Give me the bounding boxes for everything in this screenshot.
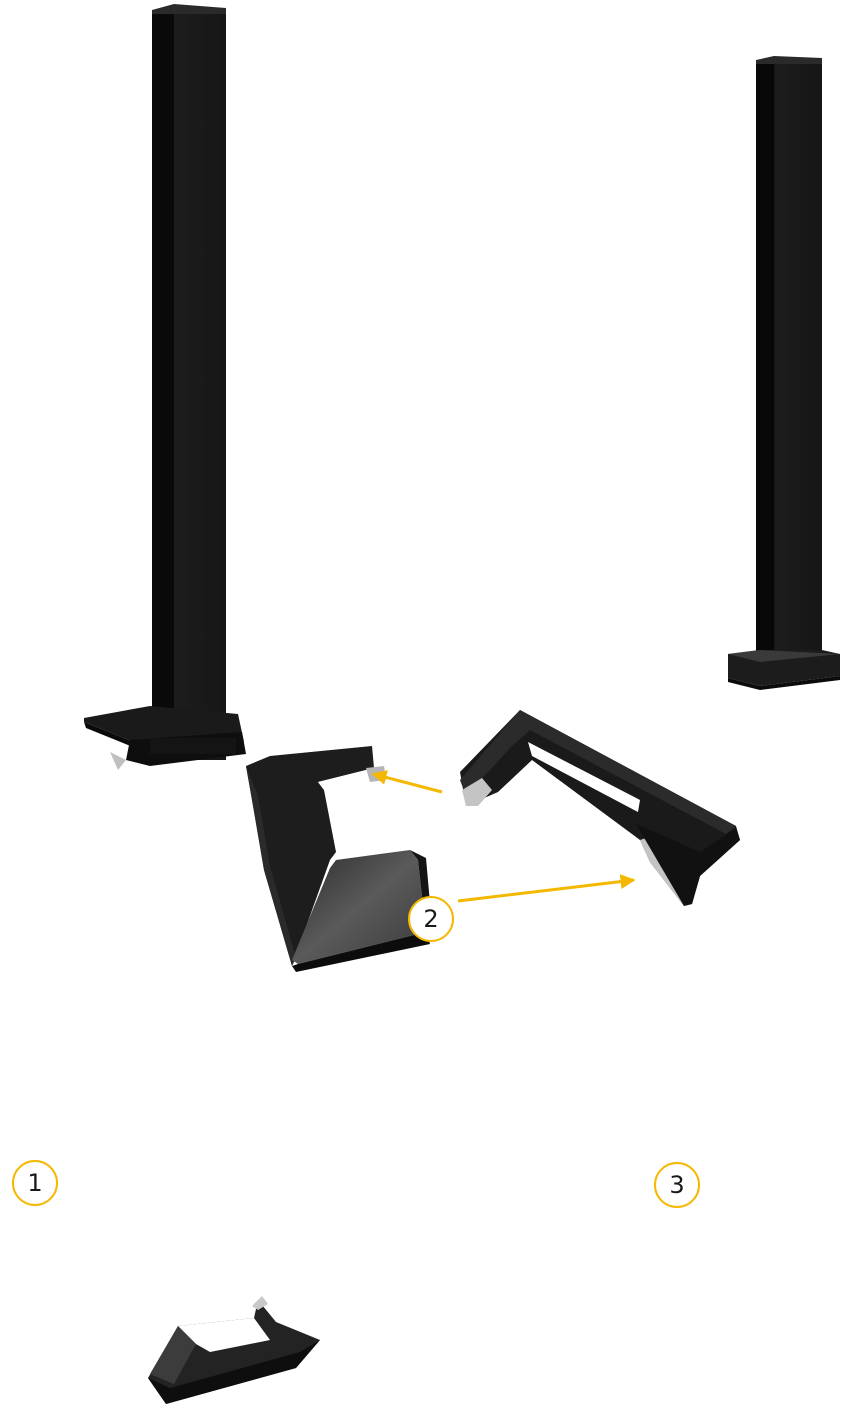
right-post	[756, 56, 822, 666]
step-number: 1	[27, 1169, 43, 1197]
cover-half-a	[246, 746, 442, 972]
step-marker-3: 3	[654, 1162, 700, 1208]
step-marker-2: 2	[408, 896, 454, 942]
step-number: 3	[669, 1171, 685, 1199]
left-post	[152, 4, 226, 760]
cover-half-b	[460, 710, 740, 906]
left-base-cover	[84, 706, 246, 770]
left-cover-half	[148, 1296, 320, 1404]
right-post-base	[728, 650, 840, 690]
step-marker-1: 1	[12, 1160, 58, 1206]
arrow-right-icon	[457, 874, 636, 903]
step-number: 2	[423, 905, 439, 933]
arrow-right-icon	[371, 770, 443, 794]
